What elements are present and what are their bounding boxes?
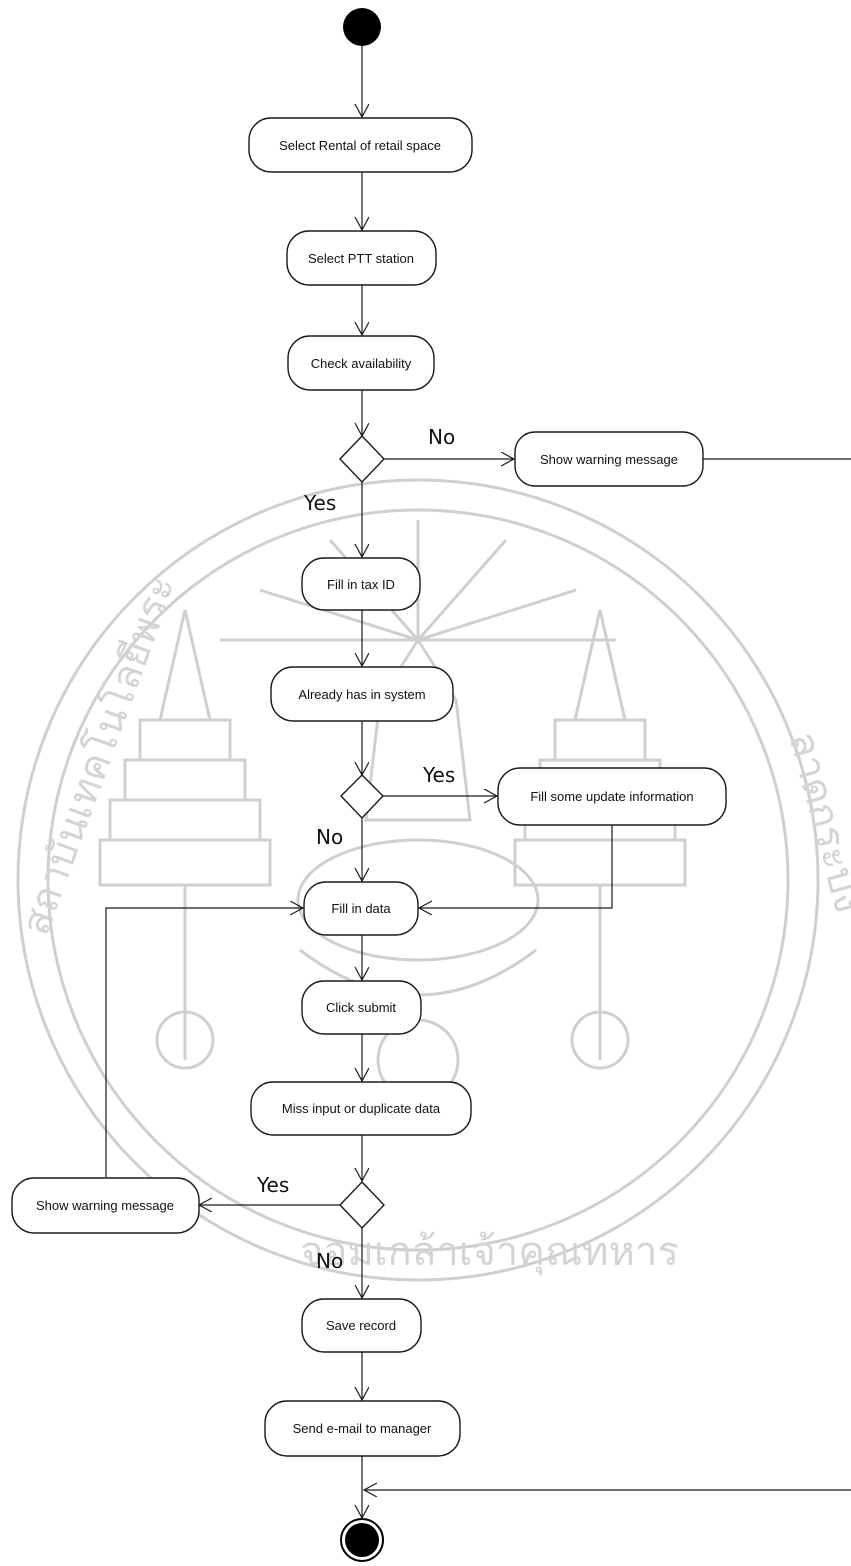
edge-warning-2-to-fill-data	[105, 908, 303, 1177]
activity-save-record: Save record	[301, 1298, 422, 1353]
activity-label: Select PTT station	[308, 251, 414, 266]
watermark-text-bottom: จอมเกล้าเจ้าคุณทหาร	[300, 1229, 679, 1276]
activity-select-rental: Select Rental of retail space	[248, 117, 473, 173]
guard-label: No	[316, 825, 343, 849]
activity-label: Show warning message	[540, 452, 678, 467]
start-node	[343, 8, 381, 46]
edges	[105, 46, 851, 1518]
activity-label: Click submit	[326, 1000, 396, 1015]
activity-label: Miss input or duplicate data	[282, 1101, 441, 1116]
activity-label: Fill in tax ID	[327, 577, 395, 592]
activity-label: Fill in data	[331, 901, 391, 916]
activity-label: Check availability	[311, 356, 412, 371]
guard-label: Yes	[303, 491, 336, 515]
activity-fill-update: Fill some update information	[497, 767, 727, 826]
activity-fill-tax-id: Fill in tax ID	[301, 557, 421, 611]
activity-send-email: Send e-mail to manager	[264, 1400, 461, 1457]
activity-label: Send e-mail to manager	[293, 1421, 432, 1436]
activity-show-warning-2: Show warning message	[11, 1177, 200, 1234]
edge-update-to-fill-data	[419, 825, 613, 908]
activity-label: Already has in system	[298, 687, 425, 702]
guard-label: No	[428, 425, 455, 449]
decision-miss-input	[339, 1180, 385, 1230]
activity-label: Select Rental of retail space	[279, 138, 441, 153]
activity-click-submit: Click submit	[301, 980, 422, 1035]
guard-label: No	[316, 1249, 343, 1273]
decision-already-in-system	[340, 774, 384, 820]
activity-select-ptt: Select PTT station	[286, 230, 437, 286]
watermark-seal: จอมเกล้าเจ้าคุณทหาร สถาบันเทคโนโลยีพระ ล…	[12, 478, 851, 1282]
watermark-pagoda-left	[98, 609, 272, 1070]
activity-label: Fill some update information	[530, 789, 693, 804]
activity-label: Show warning message	[36, 1198, 174, 1213]
activity-already-in-system: Already has in system	[270, 666, 454, 722]
guard-label: Yes	[256, 1173, 289, 1197]
activity-label: Save record	[326, 1318, 396, 1333]
decision-availability	[339, 434, 385, 484]
activity-miss-input: Miss input or duplicate data	[250, 1081, 472, 1136]
activity-show-warning-1: Show warning message	[514, 431, 704, 487]
activity-check-availability: Check availability	[287, 335, 435, 391]
activity-fill-data: Fill in data	[303, 881, 419, 936]
watermark-pagoda-right	[513, 609, 687, 1070]
end-node	[340, 1518, 384, 1562]
watermark-text-right: ลาดกระบัง	[779, 727, 851, 918]
guard-label: Yes	[422, 763, 455, 787]
